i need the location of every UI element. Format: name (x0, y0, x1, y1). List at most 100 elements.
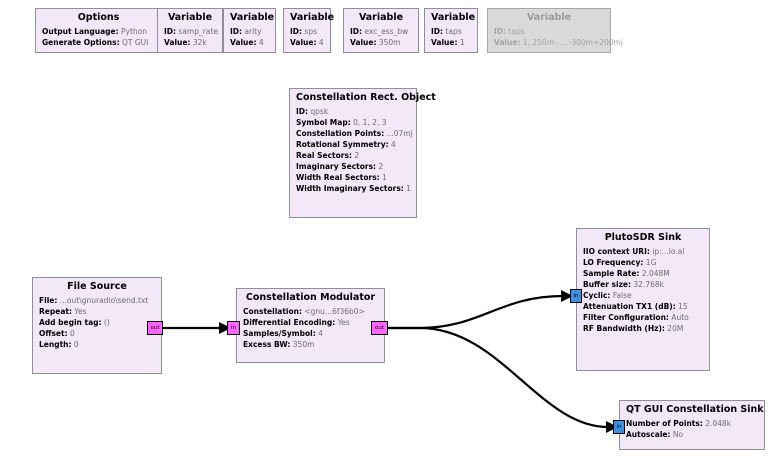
variable-samp-rate-block[interactable]: Variable ID: samp_rate Value: 32k (157, 8, 223, 53)
file-source-block[interactable]: File Source File: ...out\gnuradio\send.t… (32, 277, 162, 374)
block-title: Variable (431, 12, 476, 23)
property-value: 4 (391, 140, 396, 149)
property-key: Generate Options: (42, 38, 120, 47)
property-key: ID: (230, 27, 243, 36)
plutosdr-sink-in-port[interactable]: in (570, 289, 582, 303)
property-value: Python (121, 27, 147, 36)
block-title: PlutoSDR Sink (604, 232, 682, 243)
block-property: ID: exc_ess_bw (350, 26, 412, 37)
plutosdr-sink-block[interactable]: PlutoSDR Sink IIO context URI: ip:...lo.… (576, 228, 710, 371)
block-property: Filter Configuration: Auto (583, 312, 703, 323)
property-value: 0, 1, 2, 3 (353, 118, 387, 127)
block-title: Options (77, 12, 120, 23)
block-property: Generate Options: QT GUI (42, 37, 155, 48)
options-block[interactable]: Options Output Language: Python Generate… (35, 8, 162, 53)
variable-taps-disabled-block[interactable]: Variable ID: taps Value: 1, 250m-..., -3… (487, 8, 623, 53)
block-title: Constellation Modulator (245, 292, 376, 303)
block-property: ID: samp_rate (164, 26, 218, 37)
variable-sps-block[interactable]: Variable ID: sps Value: 4 (283, 8, 334, 53)
block-property: Number of Points: 2.048k (626, 418, 758, 429)
property-value: <gnu...6f36b0> (304, 307, 365, 316)
property-key: Buffer size: (583, 280, 632, 289)
block-title: Constellation Rect. Object (296, 92, 436, 103)
property-value: taps (445, 27, 462, 36)
block-property: Imaginary Sectors: 2 (296, 161, 410, 172)
property-key: Filter Configuration: (583, 313, 669, 322)
variable-arity-block[interactable]: Variable ID: arity Value: 4 (223, 8, 276, 53)
block-title: Variable (358, 12, 404, 23)
block-property: Value: 1 (431, 37, 471, 48)
property-value: Yes (74, 307, 87, 316)
property-value: 1, 250m-..., -300m+200mj (522, 38, 623, 47)
property-key: Value: (431, 38, 458, 47)
file-source-out-port[interactable]: out (147, 321, 163, 335)
block-property: Value: 4 (230, 37, 269, 48)
property-value: 4 (258, 38, 264, 47)
property-value: exc_ess_bw (364, 27, 409, 36)
property-value: 20M (667, 324, 684, 333)
property-key: ID: (494, 27, 507, 36)
variable-taps-block[interactable]: Variable ID: taps Value: 1 (424, 8, 478, 53)
property-key: Offset: (39, 329, 68, 338)
block-title: Variable (167, 12, 213, 23)
property-value: samp_rate (178, 27, 218, 36)
property-key: Value: (494, 38, 521, 47)
property-key: Value: (164, 38, 191, 47)
property-value: 2 (378, 162, 384, 171)
property-value: 32k (192, 38, 207, 47)
qt-gui-constellation-sink-in-port[interactable]: in (613, 420, 625, 434)
property-value: 32.768k (633, 280, 664, 289)
block-property: Length: 0 (39, 339, 155, 350)
property-key: IIO context URI: (583, 247, 650, 256)
constellation-rect-object-block[interactable]: Constellation Rect. Object ID: qpsk Symb… (289, 88, 436, 218)
block-property: Attenuation TX1 (dB): 15 (583, 301, 703, 312)
qt-gui-constellation-sink-block[interactable]: QT GUI Constellation Sink Number of Poin… (619, 400, 765, 450)
block-property: Output Language: Python (42, 26, 155, 37)
property-value: 1G (645, 258, 657, 267)
property-key: ID: (350, 27, 363, 36)
property-key: RF Bandwidth (Hz): (583, 324, 665, 333)
property-key: LO Frequency: (583, 258, 644, 267)
block-property: Cyclic: False (583, 290, 703, 301)
property-key: Differential Encoding: (243, 318, 336, 327)
block-property: Real Sectors: 2 (296, 150, 410, 161)
block-property: LO Frequency: 1G (583, 257, 703, 268)
property-key: Autoscale: (626, 430, 671, 439)
block-property: Value: 350m (350, 37, 412, 48)
block-property: Constellation Points: ...07mj (296, 128, 413, 139)
constellation-modulator-in-port[interactable]: in (227, 321, 240, 335)
block-title: Variable (230, 12, 275, 23)
property-value: taps (508, 27, 525, 36)
property-value: ip:...lo.al (652, 247, 685, 256)
property-key: Output Language: (42, 27, 119, 36)
block-property: Repeat: Yes (39, 306, 155, 317)
constellation-modulator-block[interactable]: Constellation Modulator Constellation: <… (236, 288, 385, 363)
property-key: Add begin tag: (39, 318, 102, 327)
property-key: ID: (296, 107, 309, 116)
property-value: 4 (318, 38, 324, 47)
property-key: Value: (350, 38, 377, 47)
property-value: 15 (678, 302, 688, 311)
property-value: 1 (382, 173, 387, 182)
block-title: File Source (67, 281, 127, 292)
block-property: Rotational Symmetry: 4 (296, 139, 410, 150)
block-property: Symbol Map: 0, 1, 2, 3 (296, 117, 410, 128)
property-value: 2 (354, 151, 360, 160)
property-value: () (103, 318, 110, 327)
property-value: arity (244, 27, 262, 36)
block-property: Add begin tag: () (39, 317, 155, 328)
block-property: Width Real Sectors: 1 (296, 172, 410, 183)
property-value: ...07mj (386, 129, 413, 138)
block-property: ID: qpsk (296, 106, 410, 117)
constellation-modulator-out-port[interactable]: out (371, 321, 388, 335)
property-key: ID: (164, 27, 177, 36)
variable-exc-ess-bw-block[interactable]: Variable ID: exc_ess_bw Value: 350m (343, 8, 419, 53)
property-value: 350m (378, 38, 401, 47)
block-property: File: ...out\gnuradio\send.txt (39, 295, 155, 306)
property-value: 4 (318, 329, 323, 338)
block-title: Variable (526, 12, 572, 23)
property-key: Constellation: (243, 307, 302, 316)
block-title: QT GUI Constellation Sink (626, 404, 764, 415)
block-property: Value: 4 (290, 37, 324, 48)
